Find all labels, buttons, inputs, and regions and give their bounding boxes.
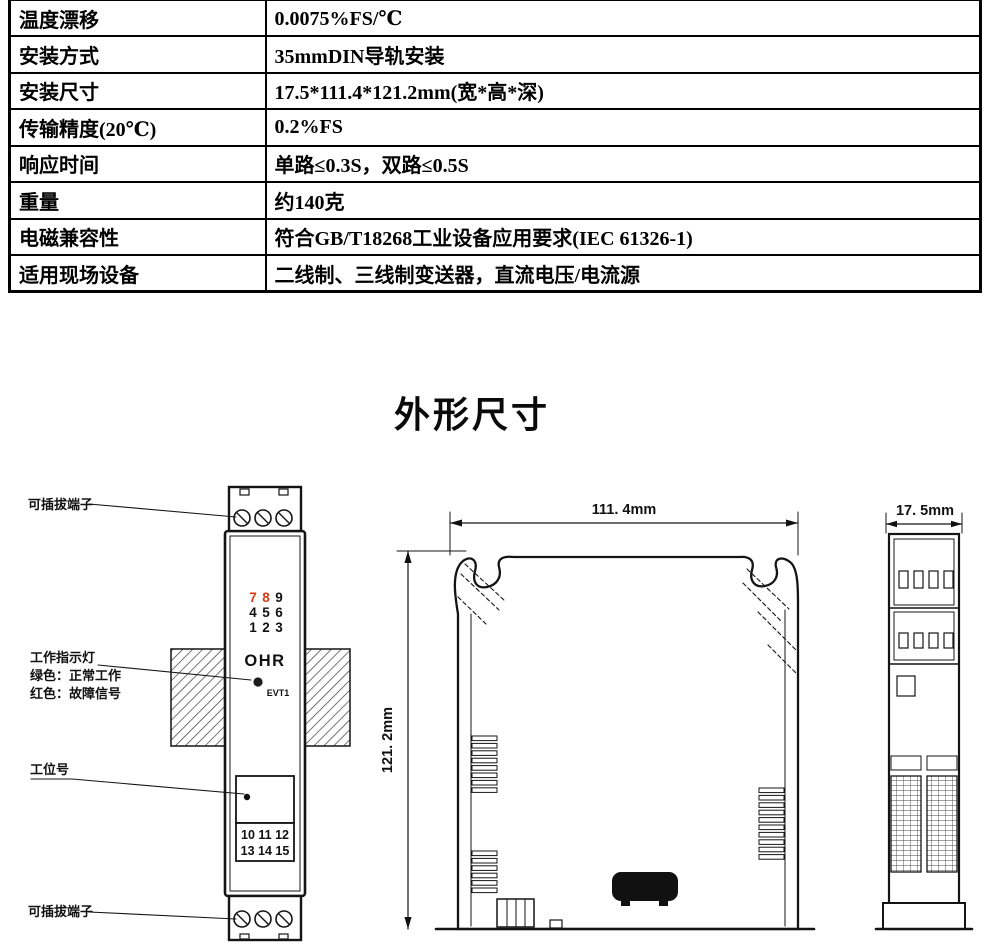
dim-depth-label: 17. 5mm	[896, 503, 954, 519]
end-view-text: 17. 5mm	[896, 503, 954, 519]
table-row: 传输精度(20℃) 0.2%FS	[8, 108, 982, 147]
front-view	[30, 485, 351, 942]
spec-value: 符合GB/T18268工业设备应用要求(IEC 61326-1)	[264, 217, 982, 256]
end-terminal-slots-mid	[898, 632, 954, 649]
terminal-number: 5	[262, 605, 270, 620]
spec-value: 0.2%FS	[264, 108, 982, 147]
end-latch	[896, 675, 916, 697]
table-row: 安装尺寸 17.5*111.4*121.2mm(宽*高*深)	[8, 71, 982, 110]
spec-label: 响应时间	[8, 144, 267, 183]
module-body-inner	[229, 535, 301, 892]
dim-height-label: 121. 2mm	[380, 707, 396, 773]
leader-station	[30, 778, 245, 795]
led-label: EVT1	[267, 688, 290, 698]
spec-label: 重量	[8, 181, 267, 220]
callout-indicator-3: 红色：故障信号	[30, 686, 121, 701]
status-led	[253, 677, 263, 687]
spec-label: 温度漂移	[8, 0, 267, 37]
end-mid-inner	[893, 611, 955, 661]
dim-width-label: 111. 4mm	[592, 502, 657, 518]
end-view	[874, 512, 974, 931]
dim-height	[396, 550, 467, 930]
housing-profile	[453, 555, 800, 931]
spec-label: 电磁兼容性	[8, 217, 267, 256]
end-top-inner	[893, 538, 955, 606]
spec-value: 17.5*111.4*121.2mm(宽*高*深)	[264, 71, 982, 110]
spec-value: 二线制、三线制变送器，直流电压/电流源	[264, 254, 982, 293]
spec-label: 安装尺寸	[8, 71, 267, 110]
terminal-numbers-bottom-2: 13 14 15	[241, 844, 290, 858]
terminal-number: 4	[249, 605, 257, 620]
callout-indicator-2: 绿色：正常工作	[30, 668, 121, 683]
end-foot	[882, 902, 966, 930]
terminal-block-top	[227, 485, 303, 533]
callout-top-terminal: 可插拔端子	[28, 497, 93, 512]
table-row: 重量 约140克	[8, 181, 982, 220]
table-row: 温度漂移 0.0075%FS/℃	[8, 0, 982, 37]
spec-label: 传输精度(20℃)	[8, 108, 267, 147]
table-row: 安装方式 35mmDIN导轨安装	[8, 35, 982, 74]
hidden-edges	[457, 563, 798, 675]
bottom-numbers-box	[235, 822, 295, 862]
callout-bottom-terminal: 可插拔端子	[28, 904, 93, 919]
page-title: 外形尺寸	[393, 394, 550, 435]
terminal-number: 9	[275, 590, 283, 605]
din-clip	[612, 872, 678, 906]
spec-value: 0.0075%FS/℃	[264, 0, 982, 37]
spec-label: 适用现场设备	[8, 254, 267, 293]
terminal-number: 1	[249, 620, 257, 635]
spec-value: 单路≤0.3S，双路≤0.5S	[264, 144, 982, 183]
terminal-number: 3	[275, 620, 283, 635]
front-view-text: 7 8 9 4 5 6 1 2 3 OHR EVT1 10 11 12 13 1…	[28, 497, 289, 919]
dim-width	[449, 511, 799, 556]
table-row: 电磁兼容性 符合GB/T18268工业设备应用要求(IEC 61326-1)	[8, 217, 982, 256]
station-label-box	[235, 775, 295, 824]
leader-bottom-terminal	[88, 911, 237, 920]
callout-indicator-1: 工作指示灯	[30, 650, 95, 665]
leader-indicator	[97, 664, 252, 681]
spec-value: 35mmDIN导轨安装	[264, 35, 982, 74]
side-view-text: 111. 4mm 121. 2mm	[380, 502, 656, 773]
brand-logo: OHR	[244, 652, 285, 670]
terminal-number: 7	[249, 590, 257, 605]
terminal-number: 8	[262, 590, 270, 605]
callout-station: 工位号	[30, 762, 69, 777]
vent-slats-right	[758, 787, 785, 860]
dimension-drawing: 7 8 9 4 5 6 1 2 3 OHR EVT1 10 11 12 13 1…	[28, 485, 974, 942]
table-row: 响应时间 单路≤0.3S，双路≤0.5S	[8, 144, 982, 183]
station-label-dot	[243, 793, 251, 801]
terminal-block-bottom	[227, 894, 303, 942]
end-comb-blocks	[890, 755, 958, 873]
din-rail-right	[301, 648, 351, 747]
terminal-numbers-bottom-1: 10 11 12	[241, 828, 289, 842]
table-row: 适用现场设备 二线制、三线制变送器，直流电压/电流源	[8, 254, 982, 293]
spec-value: 约140克	[264, 181, 982, 220]
terminal-number: 6	[275, 605, 283, 620]
din-rail-left	[170, 648, 229, 747]
vent-slats-left-lower	[471, 850, 498, 894]
end-terminal-slots-top	[898, 570, 954, 589]
bottom-connector	[496, 898, 563, 929]
vent-slats-left-upper	[471, 735, 498, 793]
terminal-number: 2	[262, 620, 270, 635]
leader-top-terminal	[88, 503, 237, 518]
spec-table: 温度漂移 0.0075%FS/℃ 安装方式 35mmDIN导轨安装 安装尺寸 1…	[8, 0, 982, 293]
spec-label: 安装方式	[8, 35, 267, 74]
side-view	[396, 511, 816, 931]
dim-depth	[885, 512, 963, 534]
